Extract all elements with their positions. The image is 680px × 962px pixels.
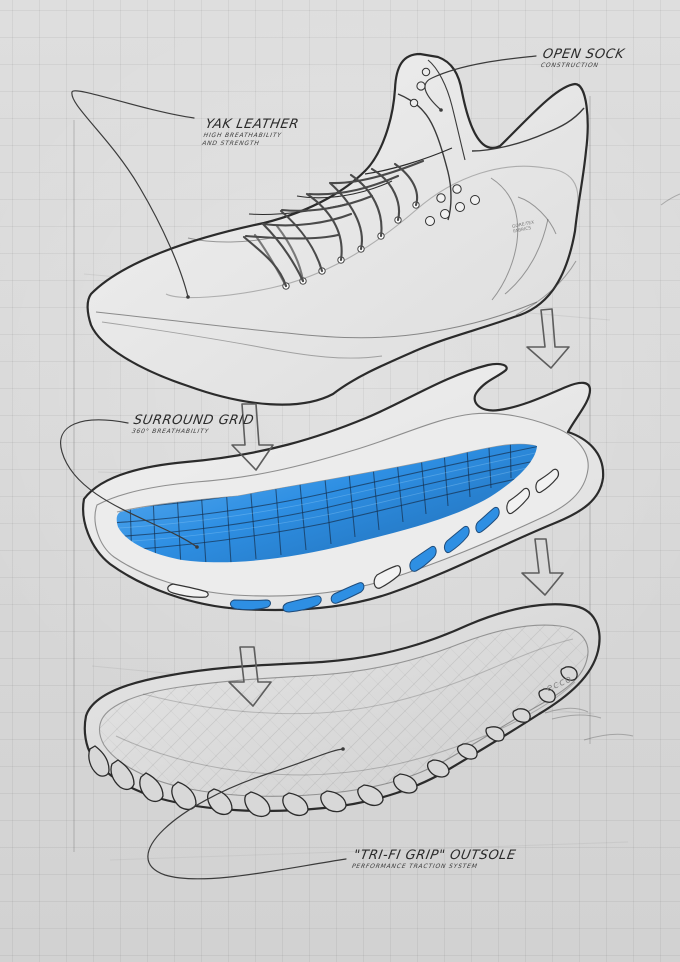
assembly-arrows <box>228 308 570 707</box>
yak-leather-sub-2: AND STRENGTH <box>201 139 261 147</box>
sketch-scribbles <box>544 193 680 741</box>
surround-grid-midsole <box>82 362 605 613</box>
midsole-vents <box>167 468 559 613</box>
outsole-callout: "TRI-FI GRIP" OUTSOLE PERFORMANCE TRACTI… <box>351 848 518 871</box>
callout-leaders <box>60 55 537 880</box>
open-sock-callout: OPEN SOCK CONSTRUCTION <box>540 47 626 70</box>
outsole-sub: PERFORMANCE TRACTION SYSTEM <box>351 862 479 870</box>
yak-leather-callout: YAK LEATHER HIGH BREATHABILITY AND STREN… <box>201 117 301 148</box>
yak-leather-title: YAK LEATHER <box>204 117 301 132</box>
upper-tag-holder <box>0 0 1 1</box>
leather-upper <box>86 52 589 406</box>
open-sock-title: OPEN SOCK <box>541 47 626 62</box>
surround-grid-title: SURROUND GRID <box>132 413 256 428</box>
surround-grid-sub: 360° BREATHABILITY <box>131 427 210 435</box>
surround-grid-callout: SURROUND GRID 360° BREATHABILITY <box>131 413 256 436</box>
outsole-title: "TRI-FI GRIP" OUTSOLE <box>352 848 518 863</box>
tri-fi-grip-outsole <box>83 603 601 818</box>
yak-leather-sub-1: HIGH BREATHABILITY <box>202 131 283 139</box>
outsole-lugs <box>88 666 578 818</box>
open-sock-sub: CONSTRUCTION <box>540 61 600 69</box>
callout-dots <box>186 108 443 751</box>
